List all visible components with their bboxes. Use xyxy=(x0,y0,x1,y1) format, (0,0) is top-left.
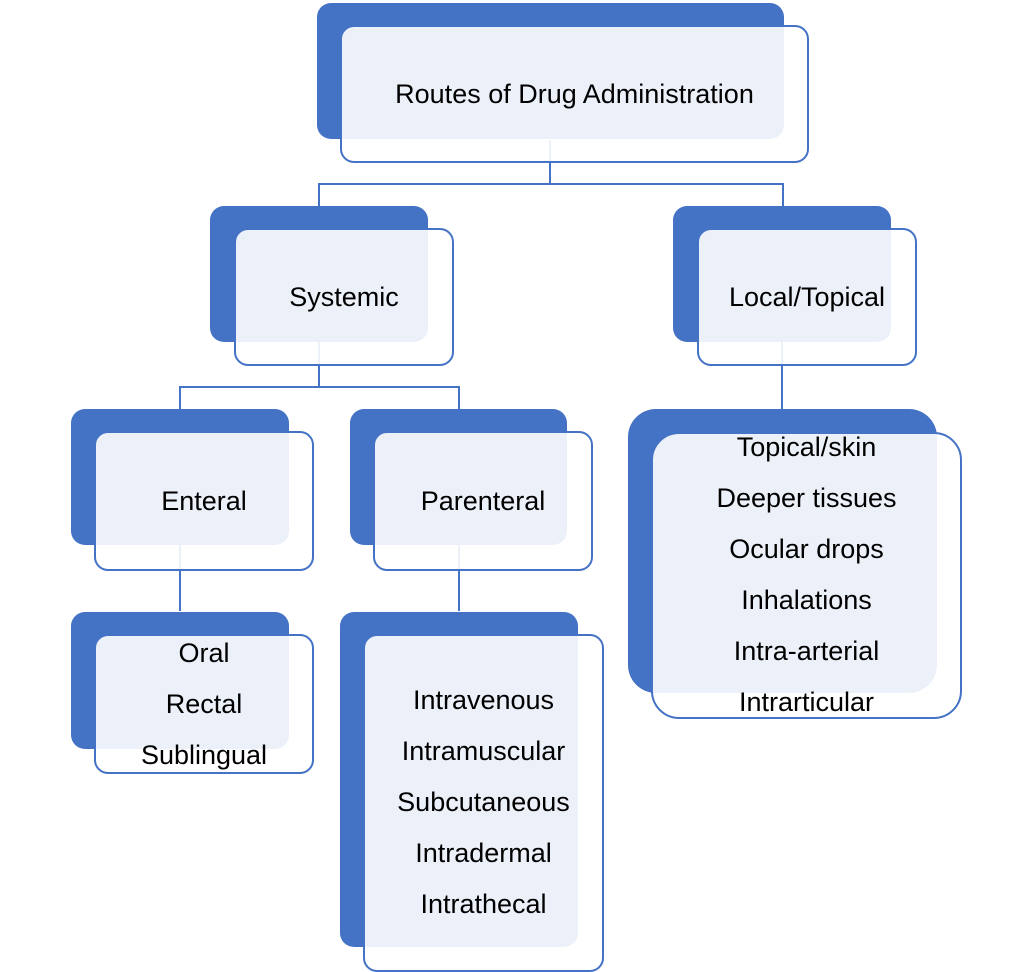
connector-enteral-down xyxy=(179,545,181,611)
enteral-routes-list: Oral Rectal Sublingual xyxy=(94,628,314,781)
local-node-card xyxy=(697,228,917,366)
connector-to-local xyxy=(782,183,784,207)
list-item: Intrarticular xyxy=(738,687,875,717)
list-item: Rectal xyxy=(165,689,243,719)
local-routes-list: Topical/skin Deeper tissues Ocular drops… xyxy=(651,422,962,728)
parenteral-routes-list: Intravenous Intramuscular Subcutaneous I… xyxy=(363,675,604,930)
local-node-label: Local/Topical xyxy=(728,281,886,312)
list-item: Subcutaneous xyxy=(397,787,570,817)
list-item: Oral xyxy=(178,638,230,668)
enteral-routes-card xyxy=(94,634,314,774)
list-item: Deeper tissues xyxy=(716,483,897,513)
connector-parenteral-down xyxy=(458,545,460,611)
list-item: Intramuscular xyxy=(401,736,566,766)
connector-to-enteral xyxy=(179,386,181,410)
enteral-node-label: Enteral xyxy=(161,485,247,516)
list-item: Ocular drops xyxy=(729,534,884,564)
connector-root-horizontal xyxy=(318,183,784,185)
connector-to-parenteral xyxy=(458,386,460,410)
list-item: Intrathecal xyxy=(420,889,547,919)
enteral-node-card xyxy=(94,431,314,571)
list-item: Inhalations xyxy=(741,585,872,615)
list-item: Intradermal xyxy=(415,838,552,868)
list-item: Intra-arterial xyxy=(733,636,880,666)
root-node-label: Routes of Drug Administration xyxy=(395,78,754,109)
connector-systemic-horizontal xyxy=(179,386,460,388)
connector-local-down xyxy=(781,342,783,410)
systemic-node-card xyxy=(234,228,454,366)
root-node-card xyxy=(340,25,809,163)
list-item: Sublingual xyxy=(140,740,268,770)
parenteral-routes-card xyxy=(363,634,604,972)
parenteral-node-label: Parenteral xyxy=(420,485,546,516)
list-item: Topical/skin xyxy=(736,432,877,462)
parenteral-node-card xyxy=(373,431,593,571)
connector-to-systemic xyxy=(318,183,320,207)
systemic-node-label: Systemic xyxy=(289,281,399,312)
local-routes-card xyxy=(651,432,962,719)
list-item: Intravenous xyxy=(412,685,555,715)
